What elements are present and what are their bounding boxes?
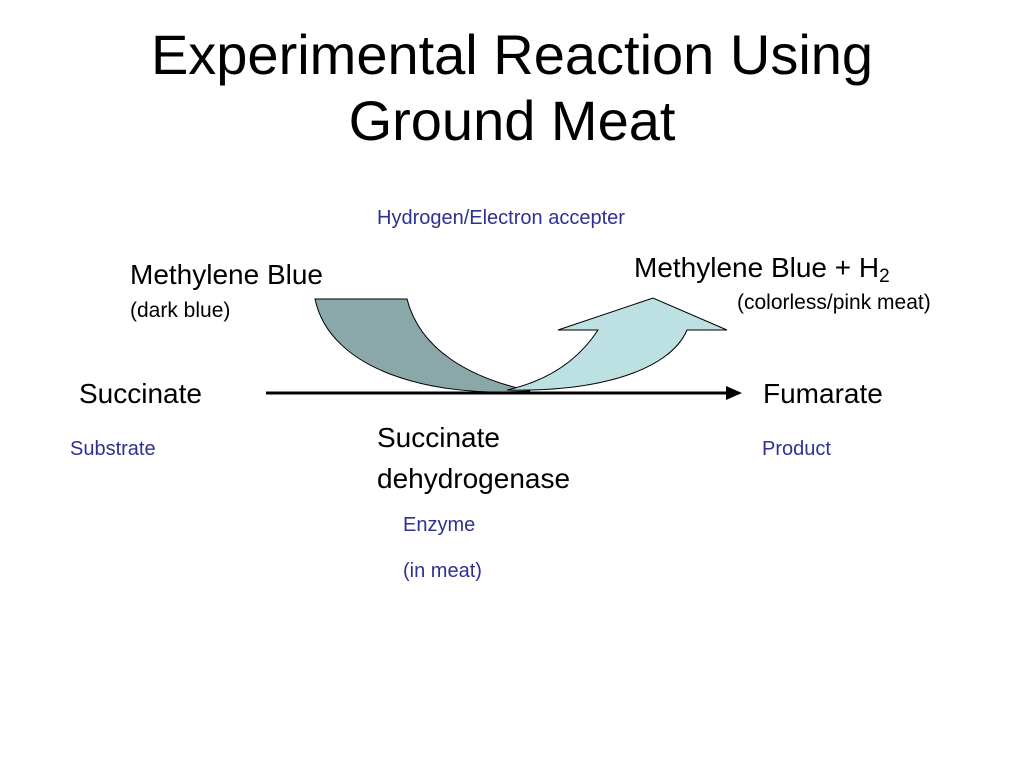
- h2-subscript: 2: [879, 266, 890, 287]
- substrate-label: Substrate: [70, 438, 156, 460]
- product-label: Product: [762, 438, 831, 460]
- succinate-label: Succinate: [79, 378, 202, 409]
- enzyme-label: Enzyme: [403, 514, 476, 536]
- methylene-blue-h2-curved-arrow-right: [506, 297, 728, 391]
- enzyme-location-label: (in meat): [403, 560, 482, 582]
- enzyme-name-line-1: Succinate: [377, 422, 500, 453]
- methylene-blue-h2-color-label: (colorless/pink meat): [737, 291, 931, 314]
- title-line-1: Experimental Reaction Using: [150, 23, 874, 86]
- methylene-blue-color-label: (dark blue): [130, 299, 231, 322]
- title-line-2: Ground Meat: [348, 89, 676, 152]
- methylene-blue-h2-label: Methylene Blue + H2: [634, 251, 890, 287]
- reaction-arrow-head: [726, 386, 742, 400]
- hydrogen-acceptor-label: Hydrogen/Electron accepter: [377, 207, 625, 229]
- methylene-blue-h2-text: Methylene Blue + H: [634, 252, 880, 283]
- fumarate-label: Fumarate: [763, 378, 883, 409]
- slide-title: Experimental Reaction Using Ground Meat: [0, 22, 1024, 154]
- methylene-blue-label: Methylene Blue: [130, 259, 324, 290]
- methylene-blue-curved-arrow-left: [314, 298, 531, 393]
- enzyme-name-line-2: dehydrogenase: [377, 463, 571, 494]
